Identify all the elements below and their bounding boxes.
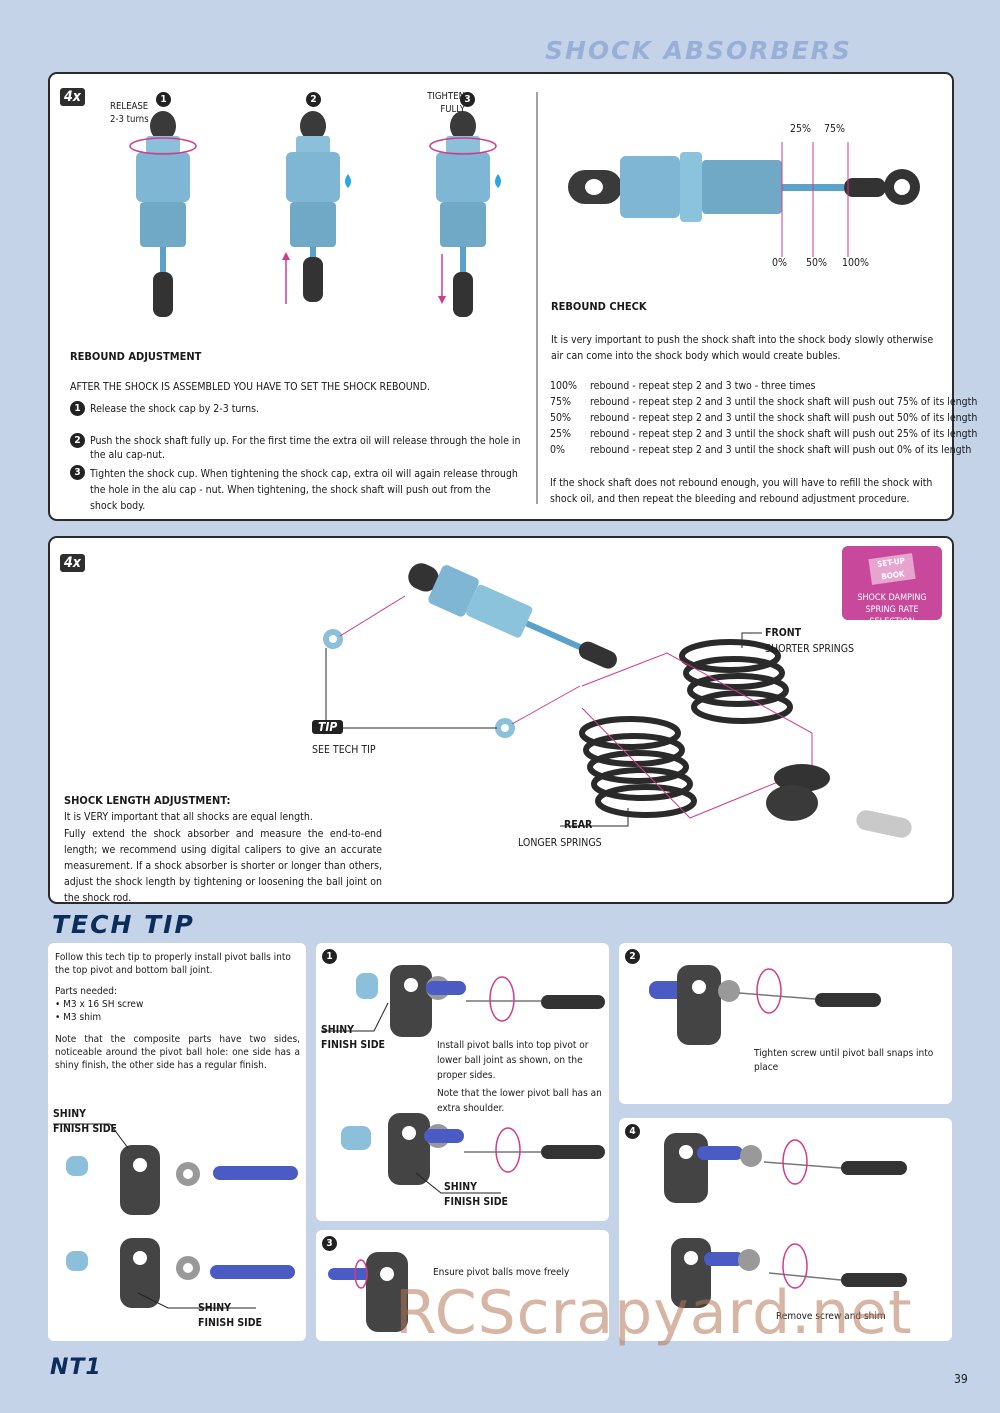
step-4-illustration (664, 1133, 907, 1308)
release-label: RELEASE 2-3 turns (110, 101, 149, 125)
table-row: 0%rebound - repeat step 2 and 3 until th… (550, 444, 972, 456)
illustration-step-number: 1 (156, 92, 171, 107)
illustration-step-number: 3 (460, 92, 475, 107)
tip-caption: SEE TECH TIP (312, 744, 376, 756)
front-sub-label: SHORTER SPRINGS (765, 643, 855, 655)
mark-100: 100% (842, 257, 870, 269)
part-item: • M3 shim (55, 1012, 102, 1023)
rebound-check-intro: It is very important to push the shock s… (551, 334, 934, 362)
step-number: 3 (70, 465, 85, 480)
step-number: 2 (70, 433, 85, 448)
composite-note: Note that the composite parts have two s… (55, 1034, 300, 1071)
shock-length-heading: SHOCK LENGTH ADJUSTMENT: (64, 794, 231, 807)
shock-illustration-2 (282, 111, 351, 304)
rebound-intro: AFTER THE SHOCK IS ASSEMBLED YOU HAVE TO… (70, 381, 431, 393)
rebound-panel: 4x RELEASE 2-3 turns 1 2 TIGHTEN FULLY 3… (48, 72, 954, 521)
step-3-illustration (328, 1252, 408, 1332)
step-2-illustration (649, 965, 881, 1045)
tech-tip-parts-illustration (53, 1123, 298, 1309)
tech-tip-intro: Follow this tech tip to properly install… (55, 952, 291, 976)
setup-book-callout: SET-UP BOOK SHOCK DAMPING SPRING RATE SE… (842, 546, 942, 627)
mark-0: 0% (772, 257, 787, 269)
table-row: 50%rebound - repeat step 2 and 3 until t… (550, 412, 978, 424)
rebound-step: Tighten the shock cup. When tightening t… (90, 468, 518, 512)
mark-25: 25% (790, 123, 811, 135)
tech-tip-intro-cell: Follow this tech tip to properly install… (48, 943, 306, 1341)
rebound-illustrations (129, 92, 920, 504)
step-1-note: Note that the lower pivot ball has an ex… (437, 1088, 602, 1114)
shiny-finish-label: SHINY FINISH SIDE (198, 1302, 262, 1329)
illustration-step-number: 2 (306, 92, 321, 107)
rear-label: REAR (564, 819, 593, 831)
step-1-illustration (321, 965, 605, 1194)
nt1-logo: NT1 (50, 1355, 102, 1380)
tech-step-number: 3 (322, 1236, 337, 1251)
shock-length-panel: 4x SET-UP BOOK SHOCK DAMPING SPRING RATE… (48, 536, 954, 904)
shock-length-illustration (323, 563, 912, 838)
rebound-step: Push the shock shaft fully up. For the f… (90, 435, 521, 461)
quantity-badge: 4x (60, 554, 85, 572)
setup-book-caption: SHOCK DAMPING SPRING RATE SELECTION (857, 593, 927, 627)
setup-book-icon: SET-UP BOOK (868, 553, 916, 585)
tech-tip-step-1: 1 SHINY FINISH SIDE Install pivot balls … (316, 943, 609, 1221)
front-spring (679, 639, 793, 724)
shock-illustration-1 (129, 111, 197, 317)
rebound-check-footer: If the shock shaft does not rebound enou… (550, 477, 933, 505)
rebound-check-table: 100%rebound - repeat step 2 and 3 two - … (550, 378, 977, 458)
tech-step-number: 2 (625, 949, 640, 964)
tighten-label: TIGHTEN FULLY (427, 91, 465, 115)
shiny-finish-label: SHINY FINISH SIDE (444, 1181, 508, 1208)
tech-tip-title: TECH TIP (52, 910, 195, 939)
parts-heading: Parts needed: (55, 986, 118, 997)
rear-spring (579, 716, 697, 818)
rear-sub-label: LONGER SPRINGS (518, 837, 602, 849)
table-row: 75%rebound - repeat step 2 and 3 until t… (550, 396, 978, 408)
step-3-text: Ensure pivot balls move freely (433, 1267, 570, 1278)
tip-badge: TIP (312, 720, 344, 734)
mark-50: 50% (806, 257, 827, 269)
step-number: 1 (70, 401, 85, 416)
rebound-step: Release the shock cap by 2-3 turns. (90, 403, 260, 415)
tech-tip-step-4: 4 Remove screw and shim (619, 1118, 952, 1341)
shock-length-text: It is VERY important that all shocks are… (64, 811, 313, 823)
rebound-adjustment-heading: REBOUND ADJUSTMENT (70, 350, 202, 363)
tech-step-number: 1 (322, 949, 337, 964)
table-row: 100%rebound - repeat step 2 and 3 two - … (550, 380, 816, 392)
tech-tip-step-2: 2 Tighten screw until pivot ball snaps i… (619, 943, 952, 1104)
step-2-text: Tighten screw until pivot ball snaps int… (754, 1048, 934, 1073)
shock-illustration-3 (429, 111, 501, 317)
watermark: RCScrapyard.net (395, 1278, 913, 1348)
rebound-check-heading: REBOUND CHECK (551, 300, 647, 313)
mark-75: 75% (824, 123, 845, 135)
front-label: FRONT (765, 627, 802, 639)
tech-step-number: 4 (625, 1124, 640, 1139)
tech-tip-step-3: 3 Ensure pivot balls move freely (316, 1230, 609, 1341)
shiny-finish-label: SHINY FINISH SIDE (321, 1024, 385, 1051)
quantity-badge: 4x (60, 88, 85, 106)
page-number: 39 (954, 1372, 968, 1386)
rebound-check-shock-illustration (568, 142, 920, 257)
step-1-text: Install pivot balls into top pivot or lo… (437, 1040, 589, 1081)
part-item: • M3 x 16 SH screw (55, 999, 144, 1010)
shock-length-text: Fully extend the shock absorber and meas… (64, 828, 382, 904)
page-title: SHOCK ABSORBERS (545, 36, 852, 65)
step-4-text: Remove screw and shim (776, 1311, 886, 1322)
shiny-finish-label: SHINY FINISH SIDE (53, 1108, 117, 1135)
table-row: 25%rebound - repeat step 2 and 3 until t… (550, 428, 978, 440)
